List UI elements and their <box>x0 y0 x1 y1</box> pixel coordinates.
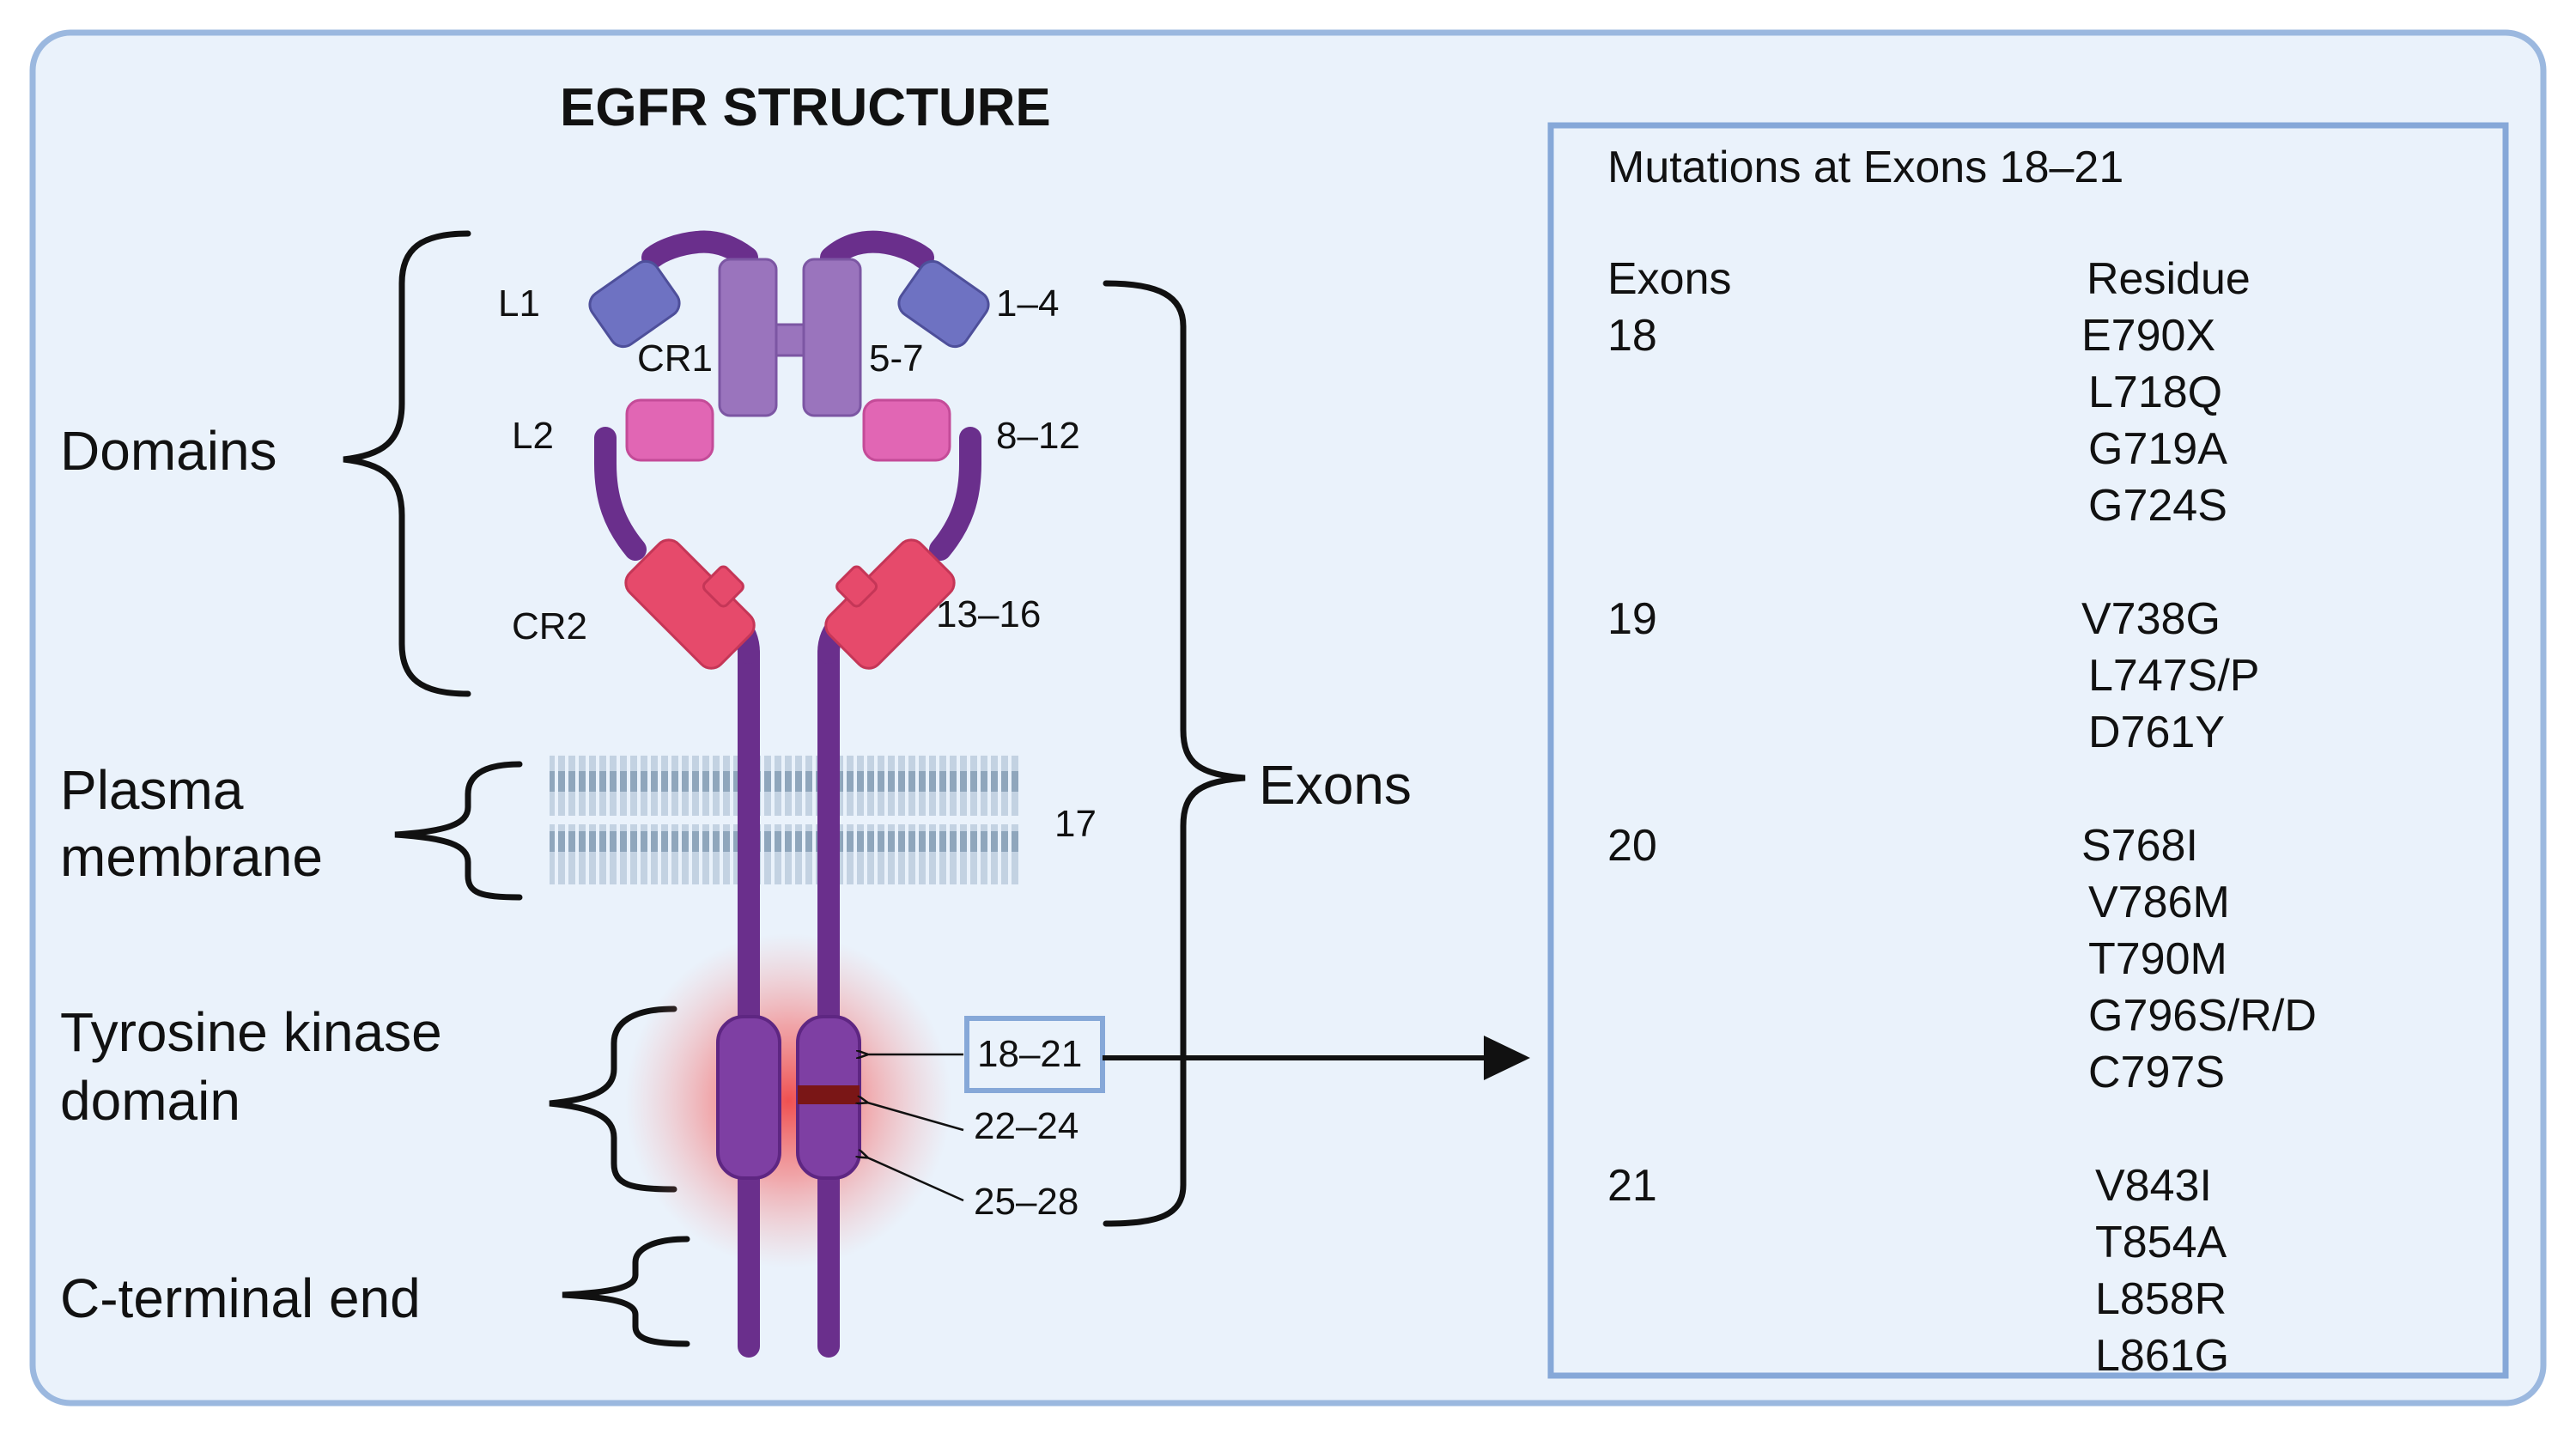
l2-domain-right <box>862 398 951 462</box>
cr2-domain-left <box>624 538 756 670</box>
exon-label-8-12: 8–12 <box>996 415 1080 457</box>
exon-label-22-24: 22–24 <box>974 1105 1078 1147</box>
residue-value: T854A <box>2095 1218 2227 1267</box>
exon-label-17: 17 <box>1054 803 1097 845</box>
label-cr2: CR2 <box>512 605 587 647</box>
residue-value: L861G <box>2095 1331 2229 1381</box>
cr1-domains <box>718 258 862 417</box>
label-l1: L1 <box>498 283 540 325</box>
residue-value: V843I <box>2095 1161 2212 1211</box>
residue-value: T790M <box>2088 934 2227 984</box>
arrow-to-mutations <box>1103 1036 1530 1080</box>
residue-value: L718Q <box>2088 368 2222 417</box>
exon-number: 19 <box>1607 594 1657 644</box>
col-exons-header: Exons <box>1607 254 1732 304</box>
exon-number: 21 <box>1607 1161 1657 1211</box>
cr2-domain-right <box>824 538 956 670</box>
receptor-chains <box>594 230 981 1358</box>
label-membrane: membrane <box>60 826 323 888</box>
exon-label-1-4: 1–4 <box>996 283 1059 325</box>
residue-value: D761Y <box>2088 708 2225 757</box>
residue-value: G724S <box>2088 481 2227 531</box>
residue-value: V786M <box>2088 878 2230 927</box>
kinase-domain-left <box>716 1015 781 1180</box>
l1-domain-right <box>897 259 990 349</box>
residue-value: G719A <box>2088 424 2227 474</box>
label-exons: Exons <box>1259 754 1412 816</box>
exon-number: 20 <box>1607 821 1657 871</box>
l1-domain-left <box>588 259 681 349</box>
figure-title: EGFR STRUCTURE <box>560 78 1051 137</box>
residue-value: S768I <box>2081 821 2198 871</box>
mutation-table-body: 18 E790X L718Q G719A G724S 19 V738G L747S/P D761… <box>1607 311 2317 1381</box>
exon-label-25-28: 25–28 <box>974 1181 1078 1223</box>
residue-value: G796S/R/D <box>2088 991 2317 1041</box>
membrane-bracket <box>394 761 523 901</box>
exon-label-5-7: 5-7 <box>869 337 924 380</box>
label-plasma: Plasma <box>60 759 244 821</box>
col-residue-header: Residue <box>2087 254 2251 304</box>
exons-bracket <box>1103 280 1246 1227</box>
exon-pointers <box>867 1054 964 1202</box>
plasma-membrane <box>550 756 1020 884</box>
label-tk-line2: domain <box>60 1070 240 1132</box>
tk-bracket <box>549 1006 677 1193</box>
l2-domain-left <box>625 398 714 462</box>
label-c-terminal: C-terminal end <box>60 1267 421 1329</box>
mutations-panel <box>1547 122 2509 1379</box>
label-cr1: CR1 <box>637 337 713 380</box>
exon-number: 18 <box>1607 311 1657 361</box>
residue-value: L747S/P <box>2088 651 2260 701</box>
mutations-title: Mutations at Exons 18–21 <box>1607 143 2123 192</box>
exon-18-21-box <box>964 1016 1105 1093</box>
residue-value: L858R <box>2095 1274 2227 1324</box>
mutation-band <box>798 1085 860 1104</box>
exon-label-13-16: 13–16 <box>936 593 1041 635</box>
residue-value: E790X <box>2081 311 2215 361</box>
domains-bracket <box>343 230 471 697</box>
label-l2: L2 <box>512 415 554 457</box>
exon-label-18-21: 18–21 <box>977 1033 1082 1075</box>
kinase-glow <box>625 933 951 1268</box>
residue-value: C797S <box>2088 1048 2225 1097</box>
residue-value: V738G <box>2081 594 2221 644</box>
label-tk-line1: Tyrosine kinase <box>60 1001 442 1063</box>
label-domains: Domains <box>60 420 277 482</box>
c-terminal-bracket <box>562 1236 690 1347</box>
